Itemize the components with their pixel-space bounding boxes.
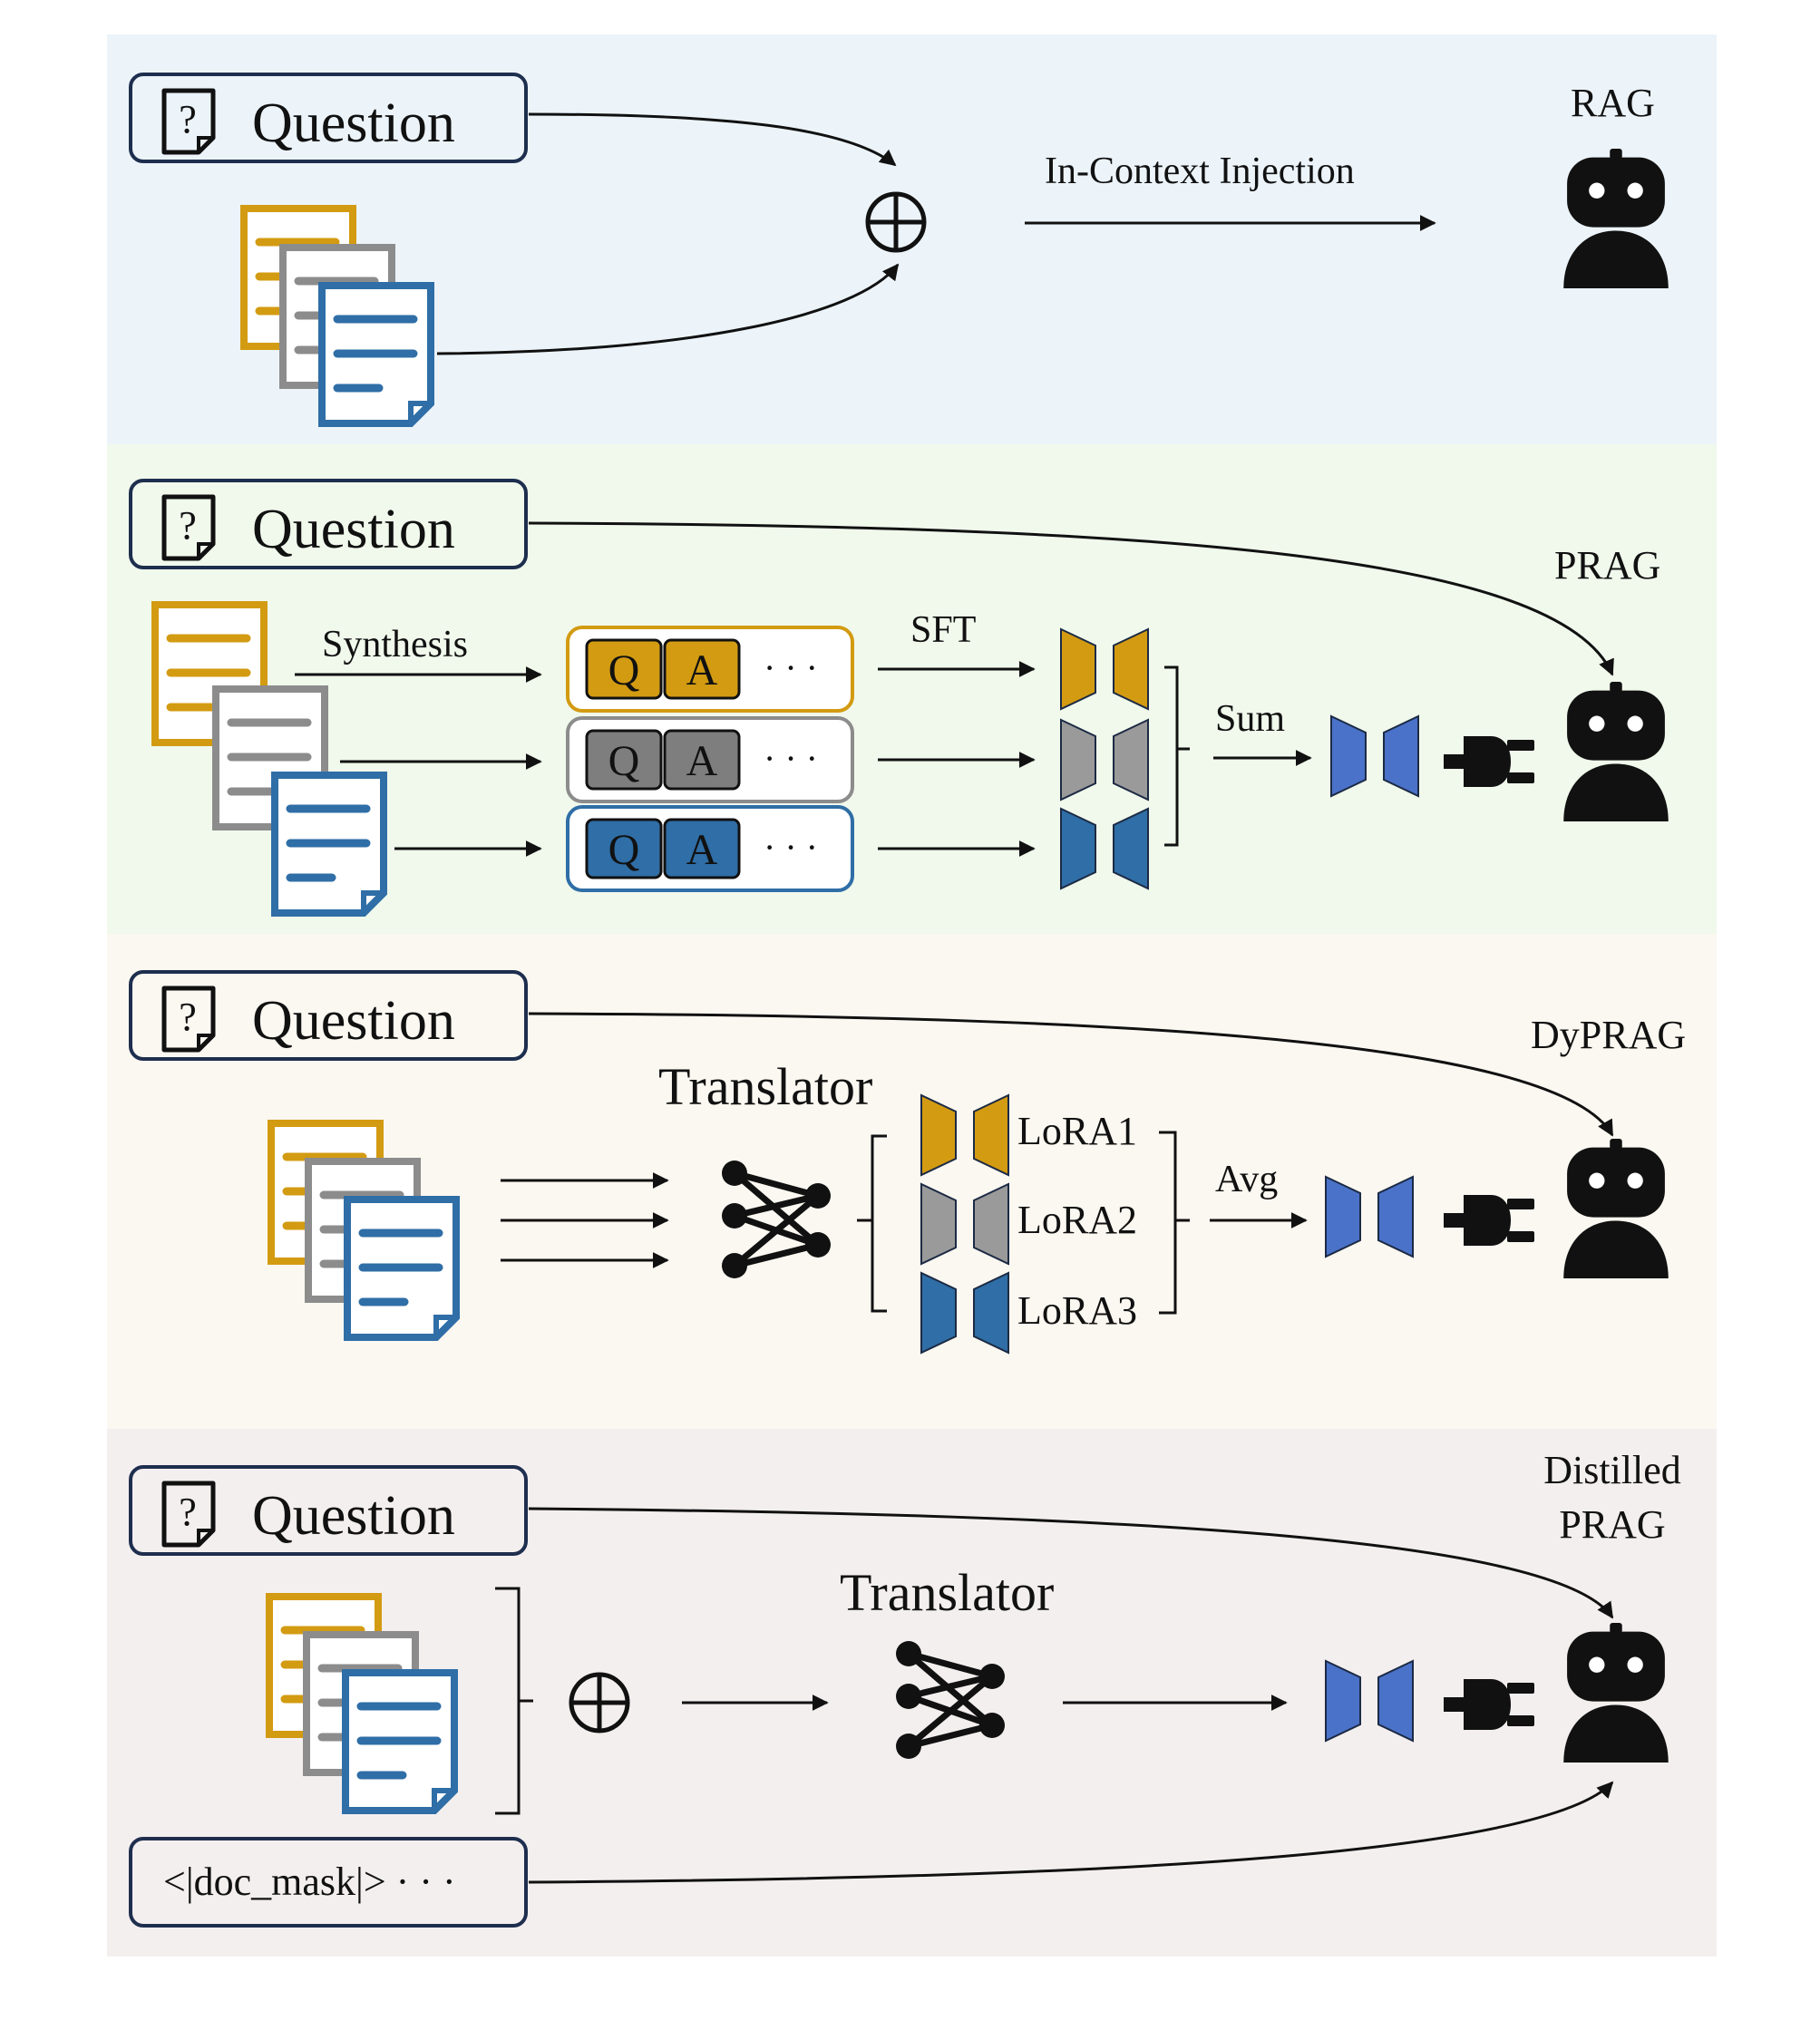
sum-label: Sum bbox=[1215, 698, 1285, 740]
document-icon bbox=[275, 775, 384, 913]
model-label-line2: PRAG bbox=[1559, 1502, 1665, 1547]
robot-icon bbox=[1563, 1623, 1669, 1763]
qa-row-blue: Q A · · · bbox=[566, 805, 854, 892]
qa-q-label: Q bbox=[608, 737, 640, 785]
translator-label: Translator bbox=[840, 1563, 1054, 1622]
robot-icon bbox=[1563, 149, 1669, 288]
model-label: RAG bbox=[1571, 81, 1655, 125]
concat-oplus-icon bbox=[868, 194, 924, 250]
lora-bracket-left bbox=[857, 1134, 887, 1313]
arrow bbox=[528, 112, 897, 167]
panel-prag: Question PRAG Synthesis Q A · · · Q A bbox=[107, 444, 1717, 934]
docs-bracket bbox=[495, 1587, 533, 1815]
sum-bracket bbox=[1164, 665, 1190, 847]
lora2-label: LoRA2 bbox=[1017, 1198, 1137, 1242]
document-icon bbox=[347, 1199, 456, 1337]
doc-mask-box: <|doc_mask|> · · · bbox=[129, 1837, 528, 1928]
doc-mask-label: <|doc_mask|> · · · bbox=[163, 1860, 456, 1904]
qa-row-gray: Q A · · · bbox=[566, 716, 854, 803]
qa-q-label: Q bbox=[608, 646, 640, 694]
model-label: PRAG bbox=[1554, 543, 1660, 588]
concat-oplus-icon bbox=[571, 1675, 628, 1731]
qa-ellipsis: · · · bbox=[764, 738, 818, 779]
panel-rag: Question In-Context Injection RAG bbox=[107, 34, 1717, 444]
avg-bracket bbox=[1159, 1131, 1190, 1315]
question-label: Question bbox=[252, 92, 455, 154]
question-box: Question bbox=[129, 1465, 528, 1556]
question-label: Question bbox=[252, 990, 455, 1052]
qa-row-gold: Q A · · · bbox=[566, 626, 854, 713]
translator-label: Translator bbox=[658, 1057, 872, 1116]
panel-distilled: Question Distilled PRAG Translator <|doc… bbox=[107, 1429, 1717, 1957]
arrow bbox=[528, 1012, 1614, 1137]
injection-label: In-Context Injection bbox=[1045, 151, 1355, 192]
arrow bbox=[528, 1781, 1614, 1884]
robot-icon bbox=[1563, 1139, 1669, 1278]
qa-a-label: A bbox=[686, 737, 718, 785]
qa-a-label: A bbox=[686, 826, 718, 874]
lora1-label: LoRA1 bbox=[1017, 1109, 1137, 1153]
document-icon bbox=[346, 1673, 454, 1811]
qa-q-label: Q bbox=[608, 826, 640, 874]
arrow bbox=[528, 521, 1614, 676]
question-box: Question bbox=[129, 970, 528, 1061]
question-label: Question bbox=[252, 1485, 455, 1547]
synthesis-label: Synthesis bbox=[322, 624, 468, 665]
question-label: Question bbox=[252, 499, 455, 560]
avg-label: Avg bbox=[1215, 1159, 1278, 1200]
panel-dyprag: Question DyPRAG Translator LoRA1 LoRA2 L… bbox=[107, 934, 1717, 1429]
question-box: Question bbox=[129, 73, 528, 163]
document-icon bbox=[322, 286, 431, 423]
qa-a-label: A bbox=[686, 646, 718, 694]
model-label-line1: Distilled bbox=[1543, 1448, 1681, 1492]
robot-icon bbox=[1563, 682, 1669, 821]
lora3-label: LoRA3 bbox=[1017, 1288, 1137, 1333]
arrow bbox=[436, 263, 900, 355]
qa-ellipsis: · · · bbox=[764, 647, 818, 688]
question-box: Question bbox=[129, 479, 528, 569]
model-label: DyPRAG bbox=[1531, 1013, 1686, 1057]
qa-ellipsis: · · · bbox=[764, 827, 818, 868]
arrow bbox=[528, 1507, 1614, 1619]
sft-label: SFT bbox=[910, 609, 976, 651]
